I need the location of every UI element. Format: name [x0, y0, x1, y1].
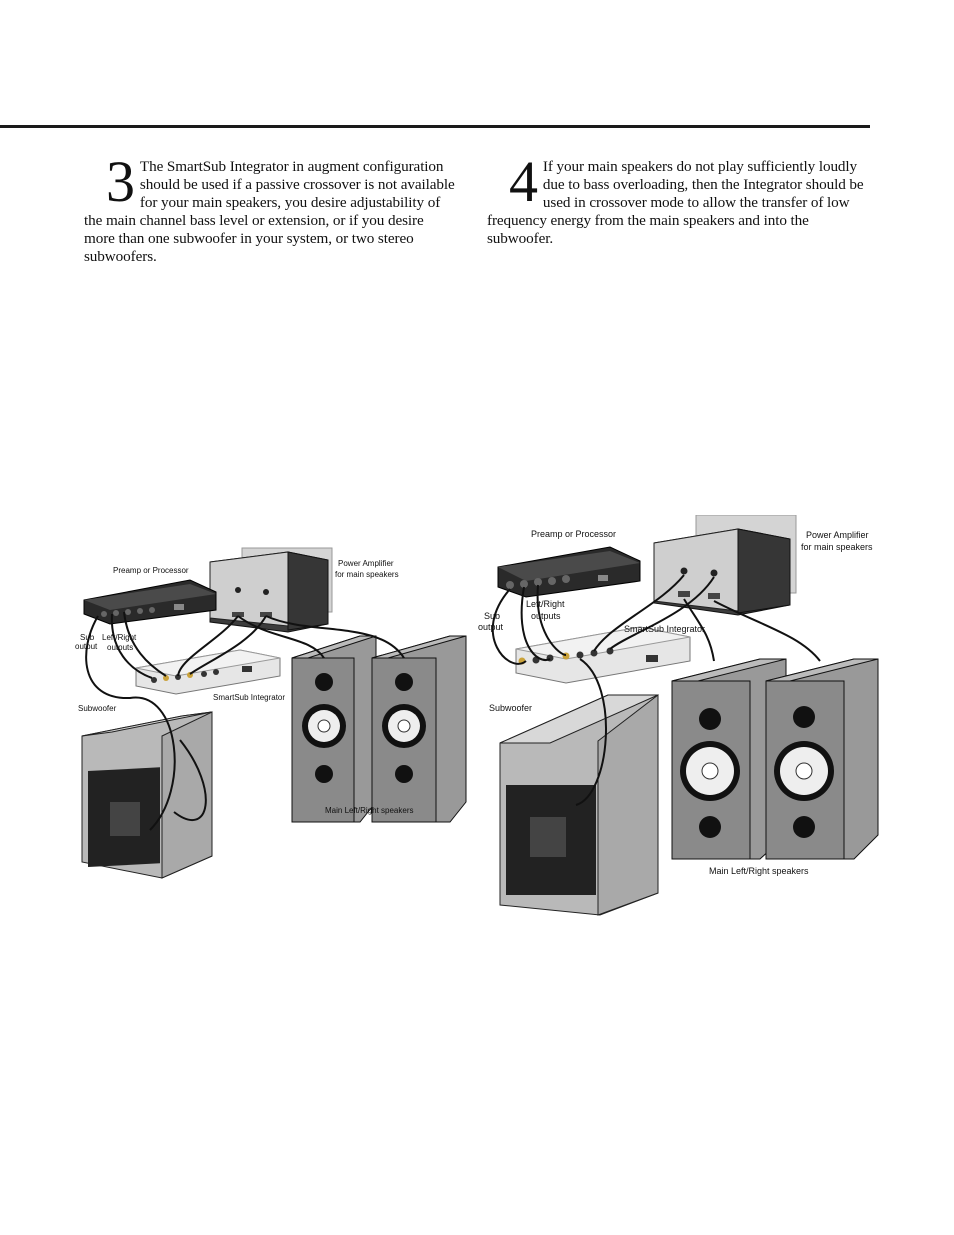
- preamp: [497, 546, 641, 598]
- smartsub-integrator: [135, 649, 281, 695]
- right-label-amp-1: Power Amplifier: [806, 530, 869, 540]
- section-3-paragraph: 3 The SmartSub Integrator in augment con…: [84, 149, 456, 266]
- right-label-preamp: Preamp or Processor: [531, 529, 616, 539]
- right-label-lr-1: Left/Right: [526, 599, 565, 609]
- diagram-augment: Preamp or Processor Power Amplifier for …: [75, 547, 467, 879]
- right-label-speakers: Main Left/Right speakers: [709, 866, 809, 876]
- power-amplifier: [209, 547, 333, 633]
- section-4-text: If your main speakers do not play suffic…: [487, 158, 864, 247]
- right-label-sub-1: Sub: [484, 611, 500, 621]
- right-label-amp-2: for main speakers: [801, 542, 873, 552]
- preamp: [83, 579, 217, 625]
- cables: [85, 611, 405, 831]
- left-label-lr-1: Left/Right: [102, 633, 137, 642]
- left-label-lr-2: outputs: [107, 643, 133, 652]
- section-4-paragraph: 4 If your main speakers do not play suff…: [487, 149, 867, 248]
- section-3-number: 3: [106, 149, 135, 214]
- power-amplifier: [653, 515, 797, 616]
- right-label-integrator: SmartSub Integrator: [624, 624, 705, 634]
- smartsub-integrator: [515, 626, 691, 684]
- section-4-number: 4: [509, 149, 538, 214]
- right-label-subwoofer: Subwoofer: [489, 703, 532, 713]
- left-label-speakers: Main Left/Right speakers: [325, 806, 414, 815]
- left-label-preamp: Preamp or Processor: [113, 566, 189, 575]
- section-3-text: The SmartSub Integrator in augment confi…: [84, 158, 455, 265]
- left-label-integrator: SmartSub Integrator: [213, 693, 285, 702]
- left-label-sub-1: Sub: [80, 633, 95, 642]
- top-rule: [0, 125, 870, 128]
- main-speakers: [291, 635, 467, 823]
- left-label-amp-2: for main speakers: [335, 570, 399, 579]
- right-label-lr-2: outputs: [531, 611, 561, 621]
- left-label-amp-1: Power Amplifier: [338, 559, 394, 568]
- subwoofer: [499, 693, 659, 916]
- right-label-sub-2: output: [478, 622, 504, 632]
- left-label-sub-2: output: [75, 642, 98, 651]
- left-label-subwoofer: Subwoofer: [78, 704, 117, 713]
- main-speakers: [671, 658, 879, 860]
- diagram-crossover: Preamp or Processor Power Amplifier for …: [478, 515, 879, 916]
- cables: [491, 574, 821, 806]
- subwoofer: [81, 711, 213, 879]
